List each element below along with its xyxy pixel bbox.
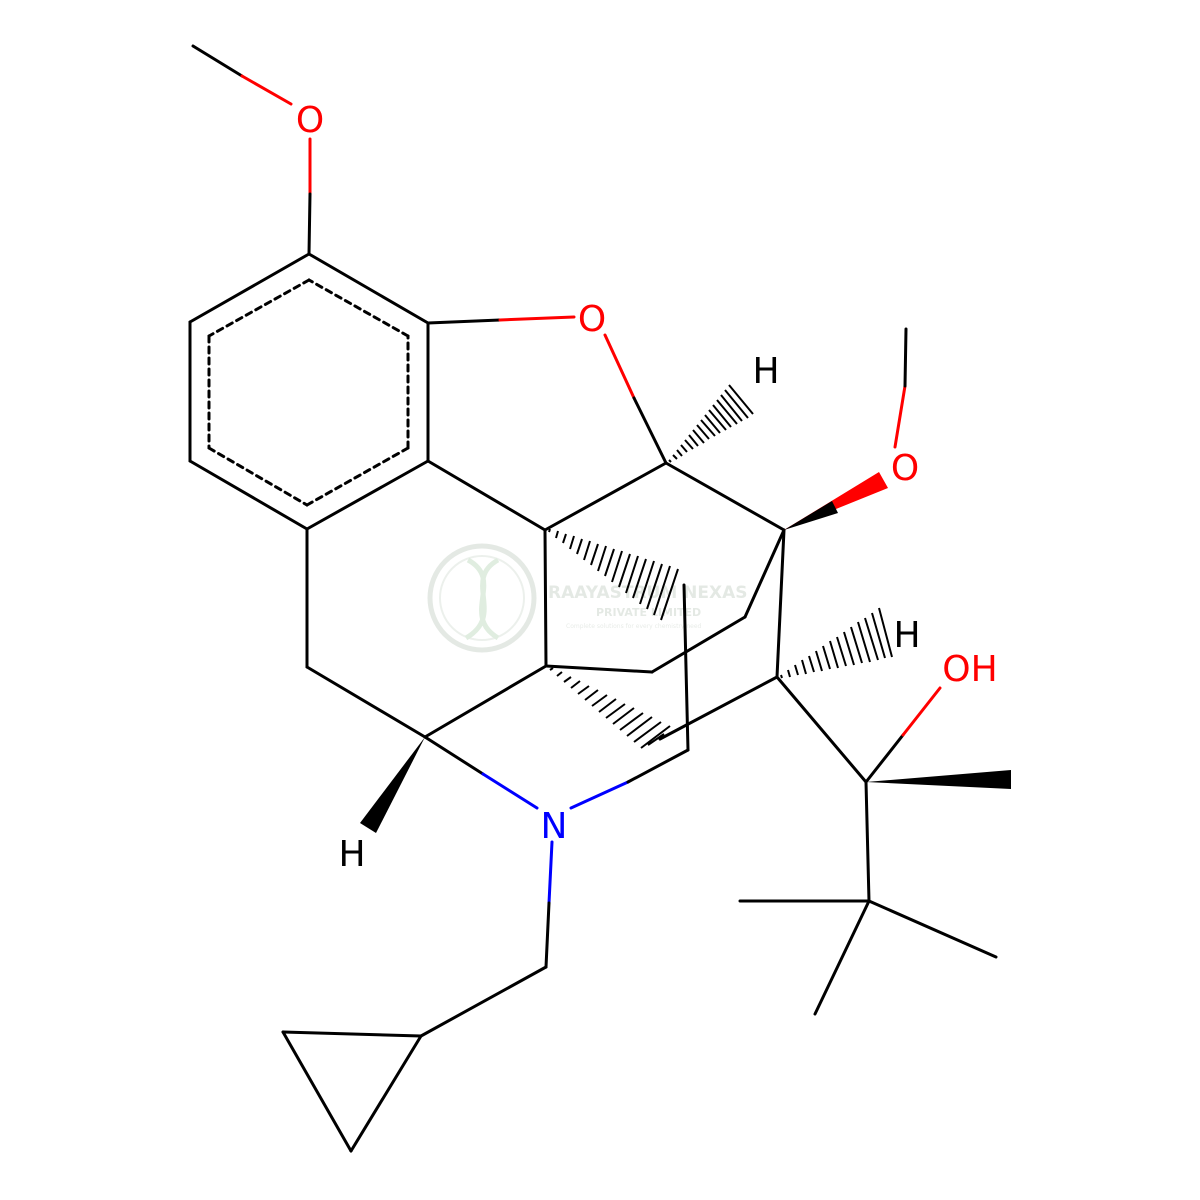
bond-c19-c20 <box>864 780 871 903</box>
bond-c9-n-blue <box>481 772 539 810</box>
bond-c16-c15 <box>682 583 690 752</box>
hash-c13-c15 <box>548 528 679 621</box>
atom-h-right: H <box>893 615 920 656</box>
bond-c6-c18 <box>775 528 786 679</box>
bond-n-c16 <box>626 748 690 784</box>
atom-oh: OH <box>942 649 997 690</box>
atom-labels: O O O OH N H H H <box>296 100 998 875</box>
stereo-bonds <box>360 384 1011 833</box>
bond-ring-4 <box>305 459 430 531</box>
bond-c19-o <box>864 733 905 784</box>
atom-o-furan: O <box>578 299 606 340</box>
wedge-c6-o-black <box>784 501 838 530</box>
bond-c5-c13 <box>543 461 668 532</box>
hash-c5-h <box>668 384 754 463</box>
atom-h-upper: H <box>752 351 779 392</box>
bond-cp-2 <box>281 1030 353 1153</box>
wedge-c19-me <box>866 770 1011 789</box>
bond-ome-ch3 <box>903 327 908 388</box>
atom-o-methoxy-top: O <box>296 100 324 141</box>
hash-c18-h <box>780 607 893 679</box>
watermark-logo-inner <box>439 555 525 641</box>
atom-h-lower-left: H <box>338 834 365 875</box>
bond-ring-1 <box>188 252 311 324</box>
bond-c18-c19 <box>775 675 868 784</box>
watermark-title: RAAYASTRUM NEXAS <box>548 583 748 603</box>
bond-c10-c9 <box>305 665 427 739</box>
bond-cp-1 <box>281 1030 423 1038</box>
bond-ring-3 <box>188 459 309 531</box>
bond-c20-me3 <box>813 899 871 1016</box>
bond-c13-c14 <box>543 528 548 668</box>
bond-n-ch2 <box>544 901 551 969</box>
bond-ch3-o <box>191 44 244 78</box>
bond-c20-me2 <box>867 899 998 959</box>
aromatic-inner-ring <box>207 278 410 507</box>
bond-cp-3 <box>349 1034 423 1153</box>
bond-c14-c8 <box>544 664 654 674</box>
bond-c18-c17 <box>658 675 779 741</box>
bonds <box>188 44 998 1153</box>
atom-n: N <box>541 806 568 847</box>
bond-c4-o-red <box>498 315 576 322</box>
bond-c12-c13 <box>426 459 547 532</box>
bond-c8-c7 <box>650 615 747 674</box>
bond-c7-c6 <box>743 528 786 619</box>
atom-o-methoxy-right: O <box>891 448 919 489</box>
wedge-c9-h <box>360 737 425 833</box>
hash-wedges <box>548 384 893 749</box>
watermark-tagline: Complete solutions for every chemistry n… <box>566 623 702 630</box>
bond-ome-o-red <box>893 384 907 449</box>
bond-ch3-o-red <box>240 74 293 106</box>
bond-c19-o-red <box>901 686 942 737</box>
watermark: RAAYASTRUM NEXAS PRIVATE LIMITED Complet… <box>427 543 748 653</box>
bond-c9-c14 <box>423 664 548 739</box>
watermark-subtitle: PRIVATE LIMITED <box>596 606 701 619</box>
bond-c5-c6 <box>664 461 786 532</box>
bond-o-c5-red <box>603 333 636 400</box>
bond-c9-n <box>423 735 485 776</box>
bond-n-c16-blue <box>569 780 630 810</box>
bond-ch2-cp <box>419 965 548 1038</box>
bond-o-c5 <box>632 396 668 465</box>
watermark-logo-ring <box>427 543 537 653</box>
bond-n-ch2-blue <box>547 840 554 905</box>
bond-ring-6 <box>307 252 430 325</box>
bond-o-c3 <box>307 192 312 256</box>
bond-c4-o <box>426 318 502 325</box>
dna-logo-icon <box>464 557 500 641</box>
hash-c14-c17 <box>549 667 671 749</box>
